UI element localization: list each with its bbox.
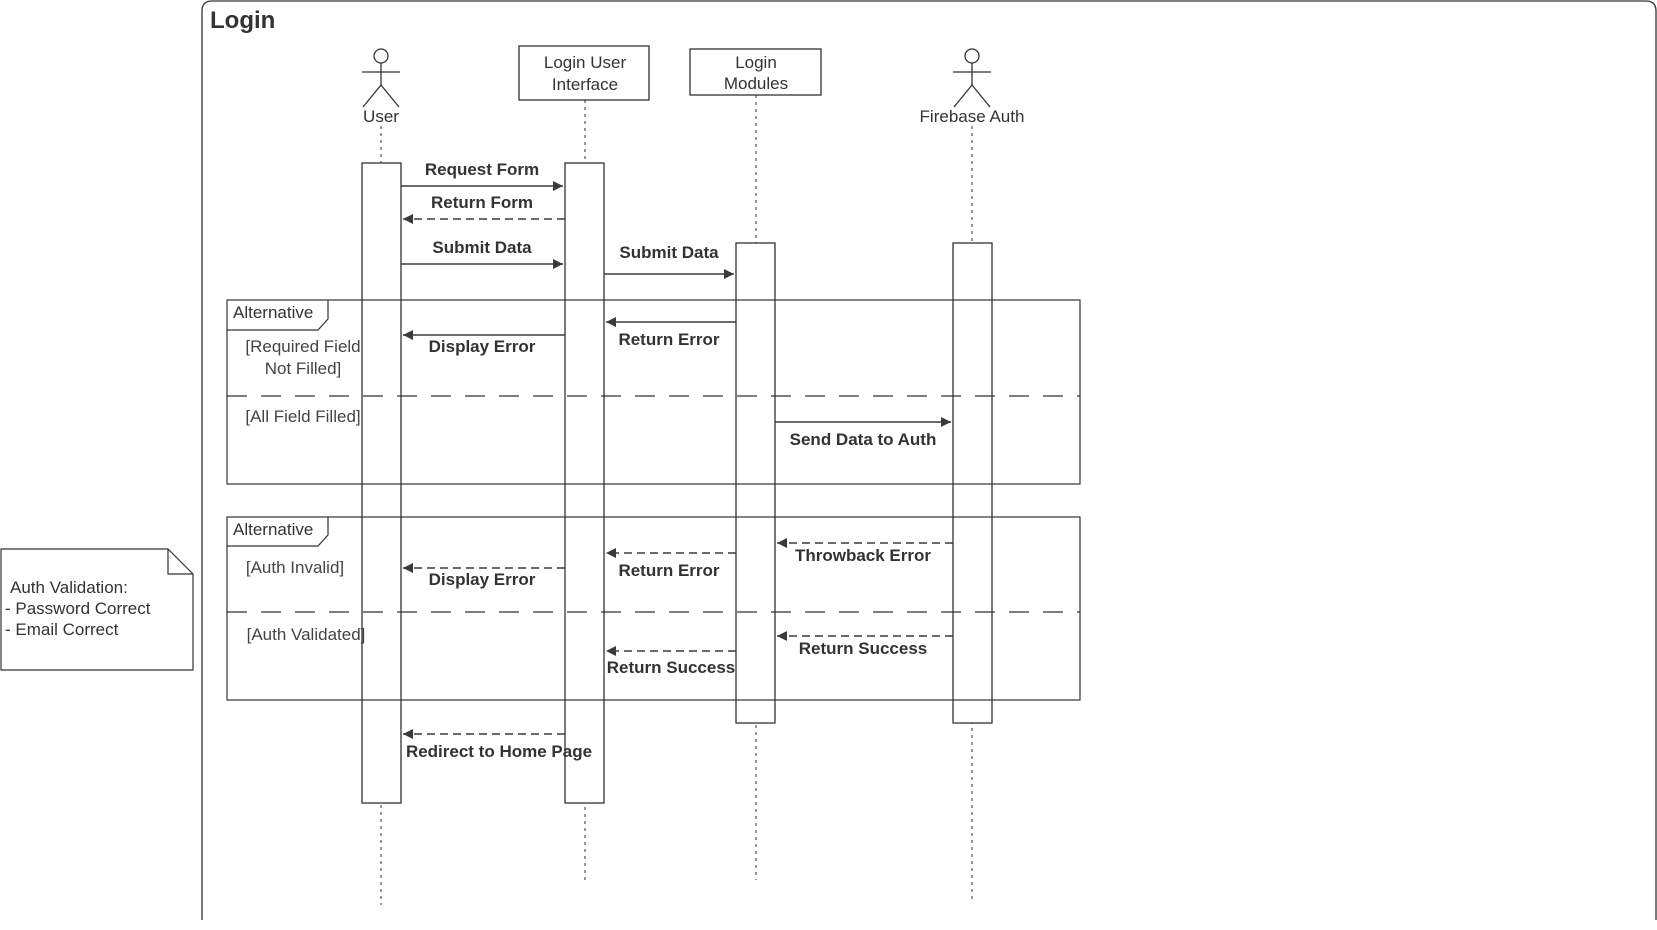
actor-firebase-auth: Firebase Auth [920,48,1025,126]
guard-auth-validated: [Auth Validated] [247,625,366,644]
activation-modules [735,242,776,724]
svg-text:Return Error: Return Error [618,330,719,349]
participant-label-ui-line2: Interface [552,75,618,94]
message-throwback-error: Throwback Error [777,538,953,565]
message-return-form: Return Form [403,193,565,224]
message-submit-data-to-ui: Submit Data [401,238,563,269]
participant-label-modules-line2: Modules [724,74,788,93]
message-return-success-1: Return Success [777,631,953,658]
svg-text:Return Form: Return Form [431,193,533,212]
frame-title: Login [210,7,275,34]
activation-user [361,162,402,804]
svg-text:Display Error: Display Error [429,337,536,356]
fragment-operator-label: Alternative [233,303,313,322]
message-redirect-to-home-page: Redirect to Home Page [403,729,592,761]
note-line-2: - Password Correct [5,599,151,618]
stick-figure-icon [362,48,400,108]
activation-ui [564,162,605,804]
actor-user: User [362,48,400,126]
message-return-success-2: Return Success [606,646,736,677]
fragment-operator-label: Alternative [233,520,313,539]
message-display-error-2: Display Error [403,563,565,589]
message-request-form: Request Form [401,160,563,191]
participant-login-modules: Login Modules [689,48,822,96]
alt-fragment-1: Alternative [Required Field Not Filled] … [226,299,1081,485]
participant-label-ui-line1: Login User [544,53,627,72]
svg-text:Return Success: Return Success [607,658,736,677]
message-submit-data-to-modules: Submit Data [604,243,734,279]
guard-all-field-filled: [All Field Filled] [245,407,360,426]
participant-login-user-interface: Login User Interface [518,45,650,101]
alt-fragment-2: Alternative [Auth Invalid] [Auth Validat… [226,516,1081,701]
note-line-1: Auth Validation: [10,578,128,597]
svg-text:Request Form: Request Form [425,160,539,179]
message-return-error-2: Return Error [606,548,736,580]
actor-label-user: User [363,107,399,126]
svg-text:Submit Data: Submit Data [432,238,532,257]
message-return-error-1: Return Error [606,317,736,349]
svg-text:Send Data to Auth: Send Data to Auth [790,430,937,449]
actor-label-firebase-auth: Firebase Auth [920,107,1025,126]
note-auth-validation: Auth Validation: - Password Correct - Em… [0,548,194,671]
guard-auth-invalid: [Auth Invalid] [246,558,344,577]
note-line-3: - Email Correct [5,620,119,639]
participant-label-modules-line1: Login [735,53,777,72]
svg-text:Throwback Error: Throwback Error [795,546,931,565]
message-send-data-to-auth: Send Data to Auth [775,417,951,449]
svg-text:Display Error: Display Error [429,570,536,589]
guard-required-field-line2: Not Filled] [265,359,342,378]
svg-text:Submit Data: Submit Data [619,243,719,262]
diagram-frame [201,0,1657,920]
guard-required-field-line1: [Required Field [245,337,360,356]
stick-figure-icon [953,48,991,108]
message-display-error-1: Display Error [403,330,565,356]
svg-text:Return Success: Return Success [799,639,928,658]
svg-text:Redirect to Home Page: Redirect to Home Page [406,742,592,761]
svg-text:Return Error: Return Error [618,561,719,580]
activation-auth [952,242,993,724]
